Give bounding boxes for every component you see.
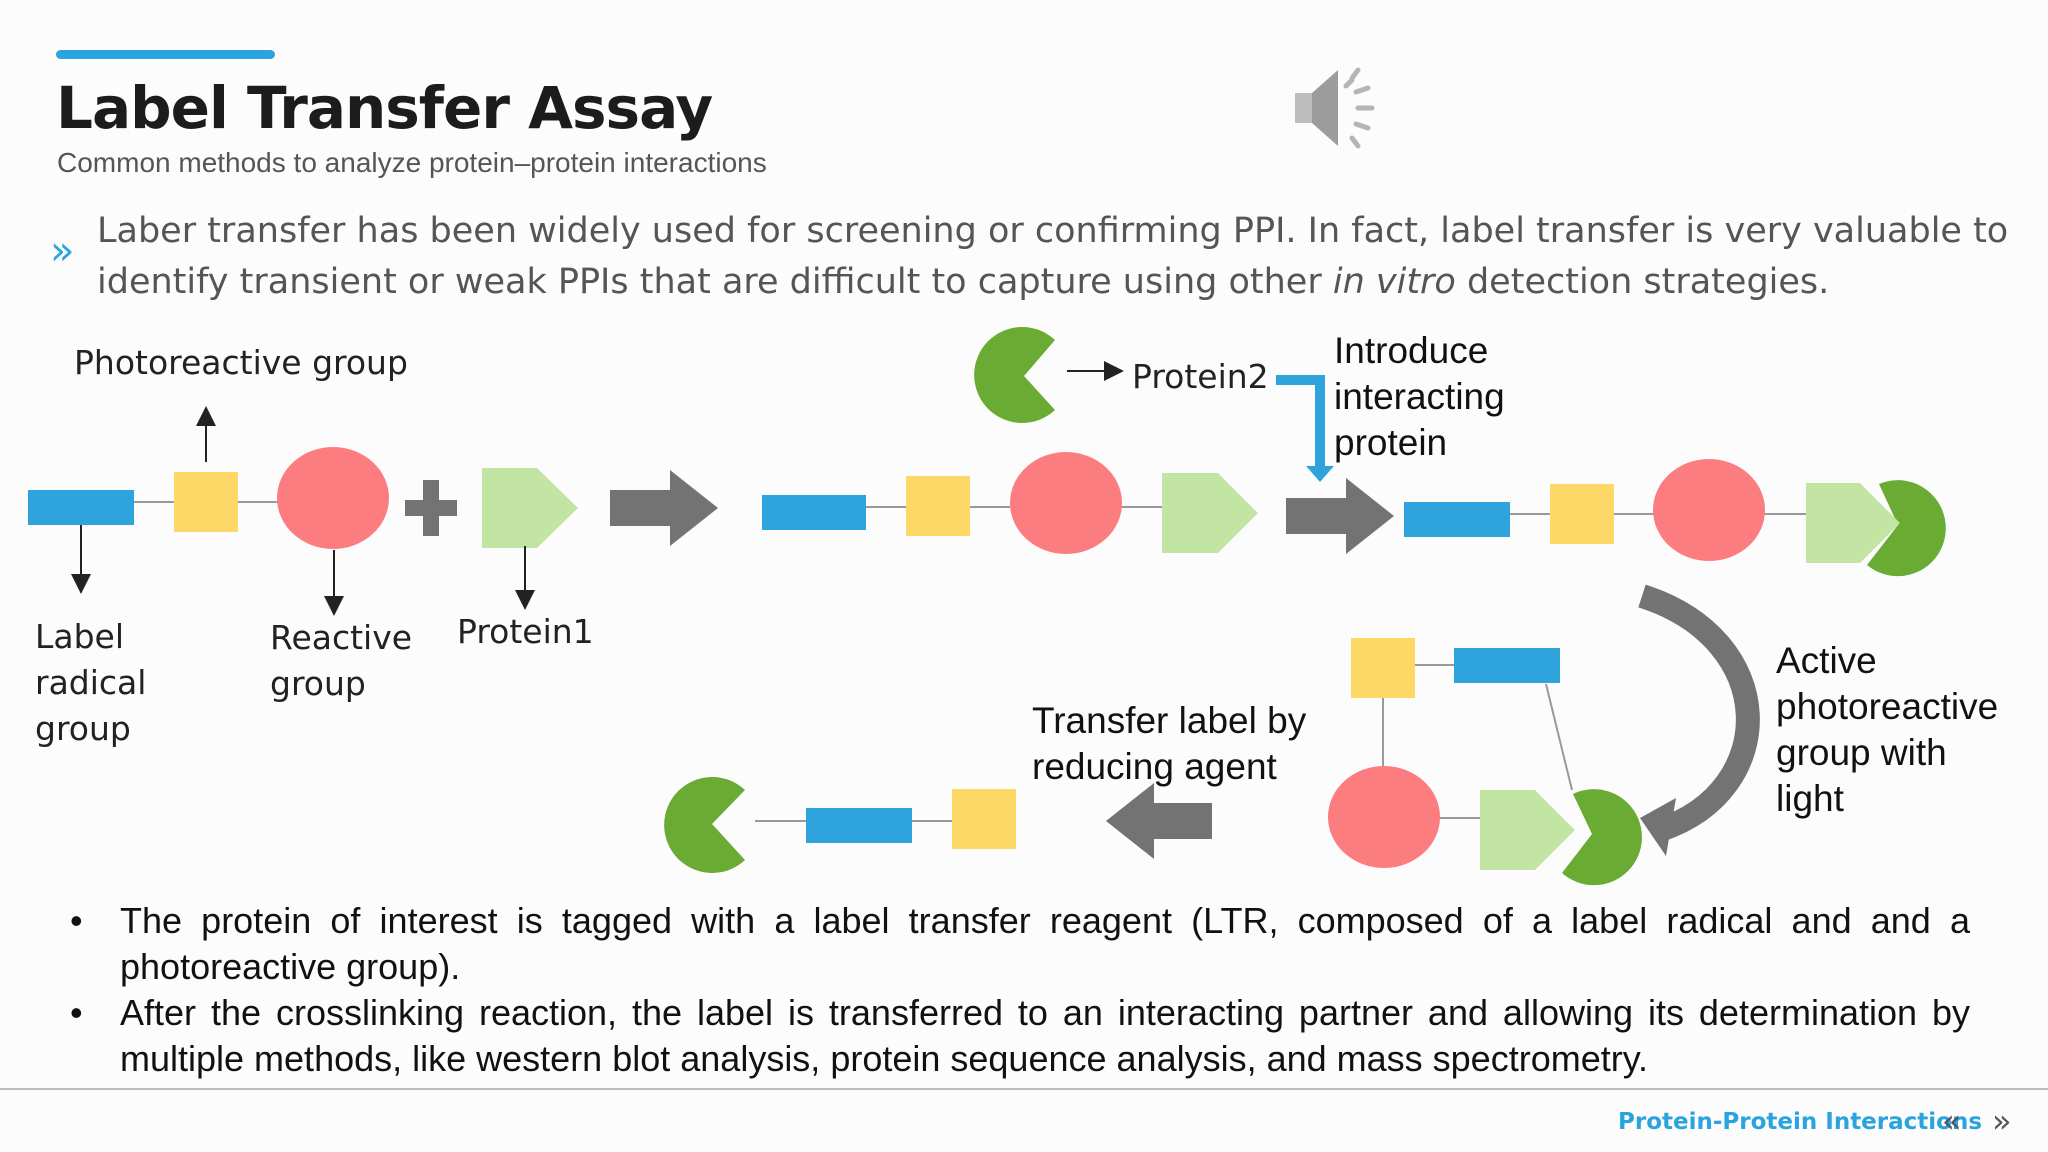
introduce-label-1: Introduce	[1334, 330, 1489, 371]
transfer-label-2: reducing agent	[1032, 746, 1277, 787]
reactive-group-label-2: group	[270, 664, 366, 703]
labeled-protein2	[664, 777, 1016, 873]
label-radical-label-3: group	[35, 709, 131, 748]
reactive-circle	[277, 447, 389, 549]
plus-icon	[405, 480, 457, 536]
curved-arrow-icon	[1638, 584, 1760, 842]
intro-text-1: Laber transfer has been widely used for …	[97, 211, 2009, 302]
label-radical-bar	[28, 490, 134, 525]
bullet-dot: •	[70, 900, 83, 941]
label-radical-label-2: radical	[35, 663, 147, 702]
active-label-2: photoreactive	[1776, 686, 1999, 727]
bound-complex	[1404, 459, 1946, 577]
protein2-pacman	[974, 327, 1055, 423]
introduce-arrow-icon	[1276, 375, 1325, 468]
transfer-label-1: Transfer label by	[1032, 700, 1307, 741]
active-label-4: light	[1776, 778, 1844, 819]
intro-italic: in vitro	[1332, 262, 1456, 302]
arrow-left-icon	[1106, 783, 1212, 859]
intro-paragraph: Laber transfer has been widely used for …	[97, 206, 2017, 308]
bullet-list: • The protein of interest is tagged with …	[70, 898, 1970, 1082]
footer-divider	[0, 1088, 2048, 1090]
bullet-dot: •	[70, 992, 83, 1033]
slide-subtitle: Common methods to analyze protein–protei…	[57, 147, 767, 178]
intro-text-2: detection strategies.	[1455, 262, 1830, 302]
arrow-right-icon-2	[1286, 478, 1394, 554]
footer-course-title: Protein-Protein Interactions	[1618, 1109, 1983, 1135]
arrow-right-icon	[610, 470, 718, 546]
bullet-item: • After the crosslinking reaction, the la…	[70, 990, 1970, 1082]
prev-slide-icon[interactable]: «	[1942, 1102, 1962, 1140]
ltr-reagent	[28, 406, 389, 616]
slide-title: Label Transfer Assay	[56, 74, 713, 142]
title-accent-bar	[56, 50, 275, 59]
introduce-label-2: interacting	[1334, 376, 1505, 417]
speaker-icon[interactable]	[1290, 58, 1390, 162]
active-label-3: group with	[1776, 732, 1947, 773]
bullet-item: • The protein of interest is tagged with …	[70, 898, 1970, 990]
protein1-pentagon	[482, 468, 578, 548]
label-radical-label-1: Label	[35, 617, 125, 656]
intro-chevron-icon: »	[50, 228, 75, 274]
bullet-text: After the crosslinking reaction, the lab…	[120, 992, 1970, 1079]
photoreactive-group-label: Photoreactive group	[74, 343, 408, 382]
reactive-group-label-1: Reactive	[270, 618, 413, 657]
tagged-protein-complex	[762, 452, 1258, 554]
introduce-label-3: protein	[1334, 422, 1448, 463]
bullet-text: The protein of interest is tagged with a…	[120, 900, 1970, 987]
protein1-label: Protein1	[457, 612, 594, 651]
photoreactive-square	[174, 472, 238, 532]
protein2-label: Protein2	[1132, 357, 1269, 396]
next-slide-icon[interactable]: »	[1992, 1102, 2012, 1140]
activated-complex	[1328, 638, 1642, 886]
active-label-1: Active	[1776, 640, 1877, 681]
